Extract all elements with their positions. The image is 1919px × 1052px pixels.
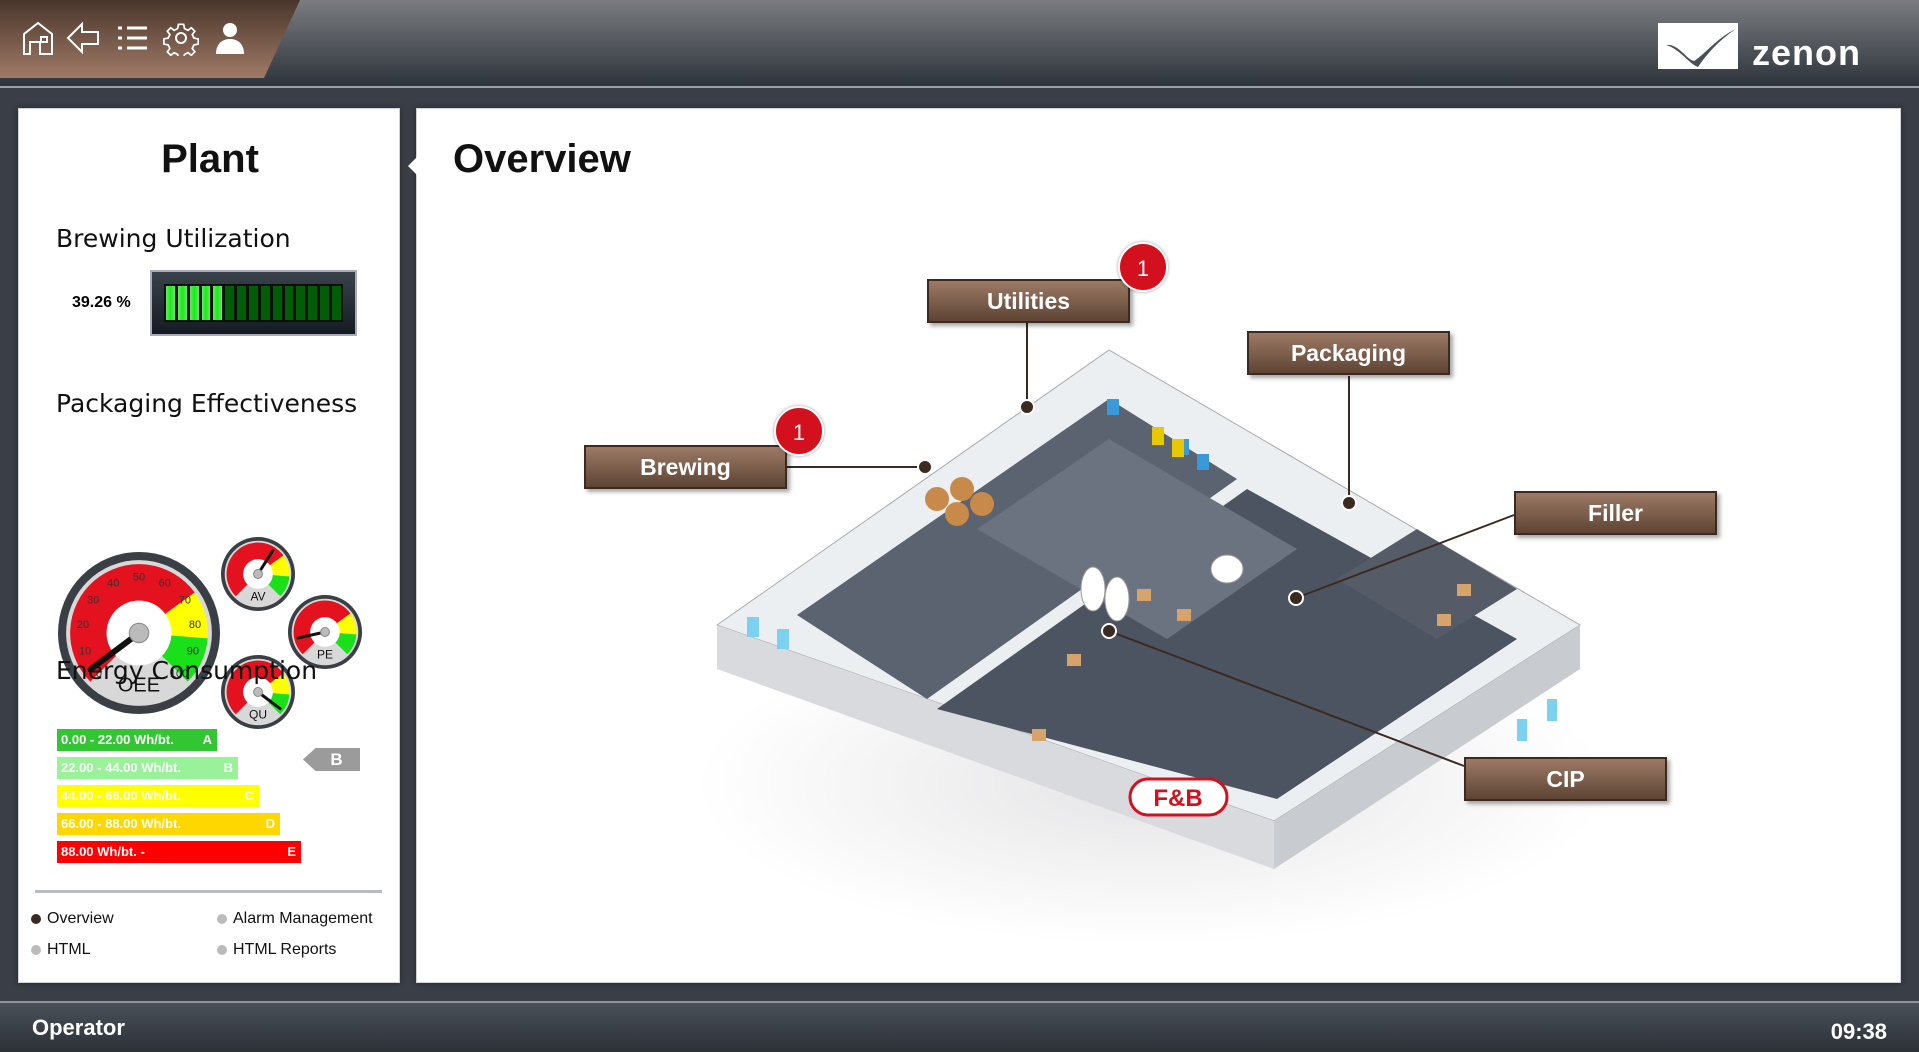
nav-label: HTML Reports (233, 941, 337, 958)
area-packaging-button[interactable]: Packaging (1247, 331, 1450, 375)
utilization-segment (177, 286, 187, 320)
clock: 09:38 (1830, 1019, 1887, 1044)
gauge-label: PE (317, 648, 333, 662)
gauge-label: QU (249, 708, 267, 722)
user-icon[interactable] (212, 20, 248, 56)
gauge-tick-label: 60 (159, 577, 171, 589)
utilization-segment (320, 286, 330, 320)
effectiveness-title: Packaging Effectiveness (56, 389, 358, 418)
gauge-tick-label: 20 (77, 619, 89, 631)
zenon-logo: zenon (1658, 18, 1861, 74)
gauge-tick-label: 40 (107, 577, 119, 589)
dot-icon (217, 914, 227, 924)
area-brewing-button[interactable]: Brewing (584, 445, 787, 489)
header-bar: zenon (0, 0, 1919, 88)
gear-icon[interactable] (163, 20, 199, 56)
gauge-label: AV (250, 590, 265, 604)
gauge-tick-label: 50 (133, 571, 145, 583)
page-title: Overview (453, 137, 631, 181)
energy-letter: B (223, 760, 233, 775)
gauge-qu: QU (221, 655, 295, 729)
energy-class-d: 66.00 - 88.00 Wh/bt. D (57, 813, 280, 835)
utilization-title: Brewing Utilization (56, 224, 291, 253)
overview-panel: Overview F&B Utilities Packaging Brewing… (408, 108, 1901, 983)
back-arrow-icon[interactable] (66, 20, 102, 56)
nav-html-reports[interactable]: HTML Reports (217, 941, 336, 959)
gauge-label: OEE (118, 674, 160, 696)
energy-range: 66.00 - 88.00 Wh/bt. (61, 816, 181, 831)
energy-letter: C (244, 788, 254, 803)
energy-class-c: 44.00 - 66.00 Wh/bt. C (57, 785, 259, 807)
utilization-segment (201, 286, 211, 320)
fb-sign: F&B (1153, 785, 1202, 812)
gauge-tick-label: 80 (189, 619, 201, 631)
utilization-segment (284, 286, 294, 320)
status-bar: Operator 09:38 (0, 1001, 1919, 1052)
utilization-bar (150, 270, 357, 336)
utilization-value: 39.26 % (72, 294, 131, 311)
utilization-segment (213, 286, 223, 320)
gauge-tick-label: 10 (79, 646, 91, 658)
gauge-tick-label: 0 (96, 668, 102, 680)
utilization-segment (249, 286, 258, 320)
menu-list-icon[interactable] (115, 20, 151, 56)
panel-title: Plant (161, 137, 259, 181)
nav-alarm-management[interactable]: Alarm Management (217, 910, 373, 928)
logo-text: zenon (1752, 32, 1861, 73)
utilization-segment (189, 286, 199, 320)
energy-class-a: 0.00 - 22.00 Wh/bt. A (57, 729, 217, 751)
nav-label: Overview (47, 910, 114, 927)
utilization-segment (296, 286, 306, 320)
energy-letter: E (287, 844, 296, 859)
logo-mark (1658, 23, 1738, 69)
utilization-segment (332, 286, 341, 320)
utilization-segment (225, 286, 235, 320)
utilization-segment (260, 286, 270, 320)
energy-class-e: 88.00 Wh/bt. - E (57, 841, 301, 863)
gauge-tick-label: 90 (187, 646, 199, 658)
dot-icon (31, 945, 41, 955)
plant-panel: Plant Brewing Utilization 39.26 % Packag… (18, 108, 400, 983)
divider (35, 890, 382, 893)
energy-letter: D (265, 816, 275, 831)
active-dot-icon (31, 914, 41, 924)
gauge-tick-label: 100 (170, 668, 188, 680)
energy-class-b: 22.00 - 44.00 Wh/bt. B (57, 757, 238, 779)
user-role: Operator (32, 1015, 125, 1040)
alarm-count-badge[interactable]: 1 (1118, 242, 1168, 292)
energy-letter: A (202, 732, 212, 747)
dot-icon (217, 945, 227, 955)
gauge-pe: PE (288, 595, 362, 669)
alarm-count-badge[interactable]: 1 (774, 406, 824, 456)
nav-overview[interactable]: Overview (31, 910, 114, 928)
energy-range: 88.00 Wh/bt. - (61, 844, 145, 859)
energy-range: 22.00 - 44.00 Wh/bt. (61, 760, 181, 775)
gauge-av: AV (221, 537, 295, 611)
nav-label: HTML (47, 941, 91, 958)
area-filler-button[interactable]: Filler (1514, 491, 1717, 535)
area-utilities-button[interactable]: Utilities (927, 279, 1130, 323)
utilization-segment (308, 286, 318, 320)
nav-html[interactable]: HTML (31, 941, 91, 959)
energy-range: 0.00 - 22.00 Wh/bt. (61, 732, 174, 747)
nav-label: Alarm Management (233, 910, 373, 927)
plant-illustration: F&B (696, 323, 1606, 944)
utilization-segment (166, 286, 175, 320)
home-icon[interactable] (20, 20, 56, 56)
gauge-tick-label: 70 (179, 595, 191, 607)
energy-range: 44.00 - 66.00 Wh/bt. (61, 788, 181, 803)
energy-current-indicator: B (303, 748, 360, 771)
energy-title: Energy Consumption (56, 656, 318, 685)
area-cip-button[interactable]: CIP (1464, 757, 1667, 801)
gauge-tick-label: 30 (87, 595, 99, 607)
utilization-segment (272, 286, 282, 320)
utilization-segment (237, 286, 247, 320)
nav-toolbar (0, 0, 300, 78)
